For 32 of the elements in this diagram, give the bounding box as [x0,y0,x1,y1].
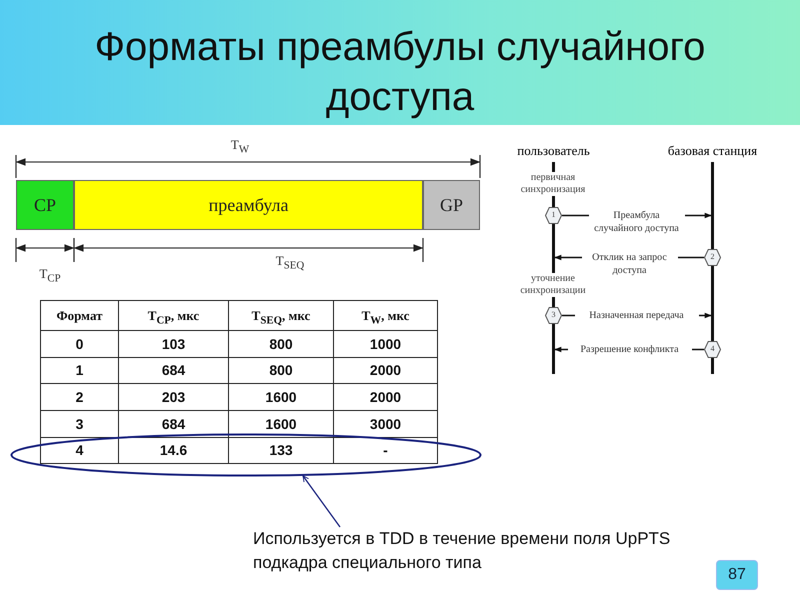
frame-segment [423,180,480,230]
highlight-ellipse [10,433,482,477]
segment-label: преамбула [208,194,288,216]
edge-label: Назначенная передача [574,308,698,322]
lifeline-label: базовая станция [666,143,758,159]
lifeline-label: пользователь [516,143,591,159]
dimension-label: T$_{CP}$ [38,266,62,285]
dimension-label: T$_{SEQ}$ [274,253,306,272]
table-cell: 4 [40,437,119,464]
edge-label: Разрешение конфликта [568,342,692,356]
step-number: 3 [550,310,556,320]
segment-label: GP [440,194,463,216]
header-cell: Формат [40,300,119,331]
step-number: 4 [710,344,716,354]
header-cell: T$_{W}$, мкс [333,300,438,331]
frame-segment [74,180,423,230]
segment-label: CP [34,194,56,216]
note-text: Используется в TDD в течение времени поля UpPTS подкадра специального типа [253,528,672,574]
edge-label: Преамбула случайного доступа [588,208,684,234]
leader-line [302,475,341,528]
slide-title: Форматы преамбулы случайного доступа [94,24,706,121]
edge-label: Отклик на запрос доступа [582,250,678,276]
step-hexagon [704,249,721,266]
step-hexagon [545,207,562,224]
step-hexagon [545,307,562,324]
step-number: 2 [710,252,716,262]
table-cell: - [333,437,438,464]
step-number: 1 [550,210,556,220]
dimension-label: T$_{W}$ [230,137,250,156]
step-hexagon [704,341,721,358]
page-number: 87 [716,560,758,590]
frame-segment [16,180,74,230]
